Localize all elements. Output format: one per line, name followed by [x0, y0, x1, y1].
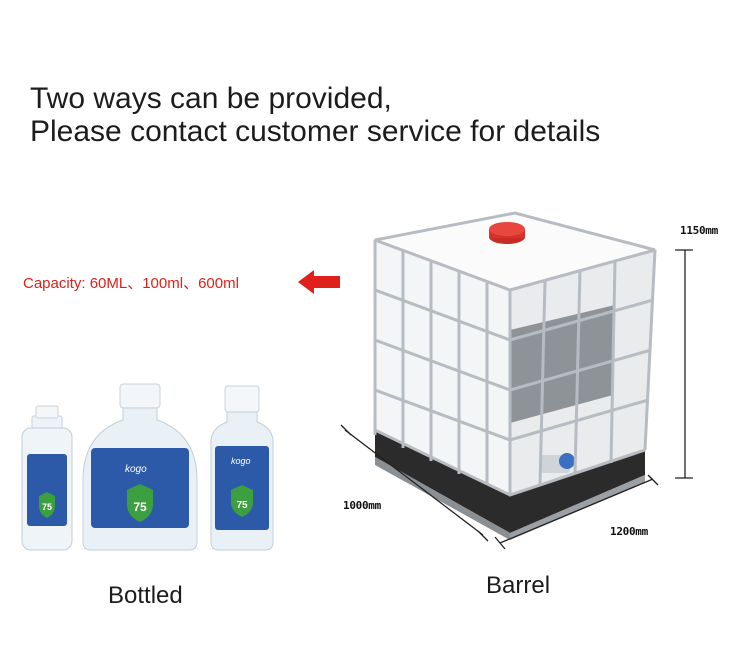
left-arrow-icon [298, 270, 340, 294]
depth-dimension-label: 1000mm [343, 499, 381, 512]
bottled-caption: Bottled [108, 582, 183, 609]
svg-text:kogo: kogo [125, 464, 147, 475]
svg-text:75: 75 [236, 500, 248, 511]
svg-text:kogo: kogo [231, 456, 251, 466]
headline: Two ways can be provided, Please contact… [30, 82, 730, 148]
svg-text:75: 75 [133, 500, 147, 514]
capacity-label: Capacity: 60ML、100ml、600ml [23, 275, 239, 292]
bottles-illustration: 75 kogo 75 kogo 75 [21, 383, 274, 551]
small-bottle-label [27, 454, 67, 526]
small-bottle: 75 [21, 405, 73, 551]
svg-text:75: 75 [42, 502, 52, 512]
headline-line-2: Please contact customer service for deta… [30, 115, 601, 148]
ibc-tank-illustration [340, 211, 693, 550]
headline-line-1: Two ways can be provided, [30, 82, 392, 115]
width-dimension-label: 1200mm [610, 525, 648, 538]
medium-bottle: kogo 75 [210, 385, 274, 551]
large-bottle: kogo 75 [82, 383, 198, 551]
height-dimension-label: 1150mm [680, 224, 718, 237]
barrel-caption: Barrel [486, 572, 551, 599]
